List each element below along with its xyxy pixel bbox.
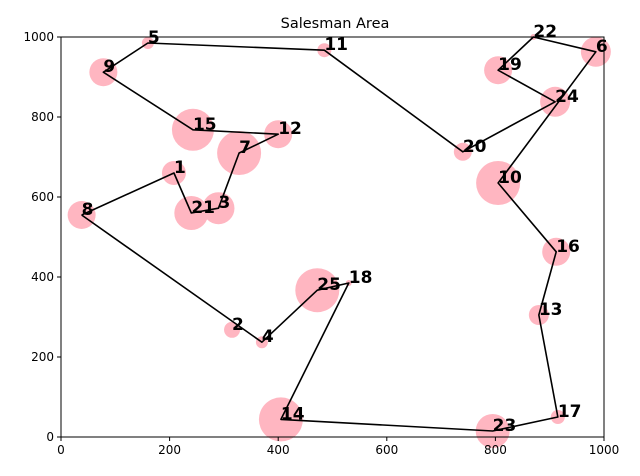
point-label-17: 17: [558, 402, 582, 422]
point-label-10: 10: [498, 168, 522, 188]
point-label-23: 23: [493, 416, 517, 436]
bubble-2: [224, 321, 241, 338]
y-tick-label-800: 800: [31, 110, 54, 124]
y-tick-label-0: 0: [46, 430, 54, 444]
point-label-6: 6: [596, 37, 608, 57]
point-label-13: 13: [539, 300, 563, 320]
y-tick-label-600: 600: [31, 190, 54, 204]
point-label-9: 9: [103, 57, 115, 77]
point-label-4: 4: [262, 327, 274, 347]
point-label-2: 2: [232, 315, 244, 335]
plot-frame: [60, 36, 605, 438]
point-label-20: 20: [463, 137, 487, 157]
y-tick-label-400: 400: [31, 270, 54, 284]
point-label-22: 22: [533, 22, 557, 42]
point-label-21: 21: [191, 198, 215, 218]
y-axis: 0 200 400 600 800 1000: [23, 30, 61, 444]
chart-title: Salesman Area: [281, 16, 390, 32]
point-label-12: 12: [278, 119, 302, 139]
x-tick-label-0: 0: [57, 443, 65, 457]
point-label-18: 18: [349, 268, 373, 288]
point-label-11: 11: [324, 35, 348, 55]
y-tick-label-1000: 1000: [23, 30, 54, 44]
point-label-7: 7: [239, 138, 251, 158]
point-label-8: 8: [82, 200, 94, 220]
point-label-1: 1: [174, 158, 186, 178]
route-layer: [81, 36, 597, 432]
y-tick-label-200: 200: [31, 350, 54, 364]
point-label-16: 16: [556, 237, 580, 257]
x-tick-label-200: 200: [158, 443, 181, 457]
point-label-25: 25: [317, 275, 341, 295]
point-label-15: 15: [193, 115, 217, 135]
point-label-14: 14: [281, 404, 305, 424]
point-label-19: 19: [498, 55, 522, 75]
point-label-5: 5: [148, 28, 160, 48]
x-tick-label-400: 400: [267, 443, 290, 457]
x-axis: 0 200 400 600 800 1000: [57, 437, 619, 457]
bubble-layer: [67, 34, 611, 448]
x-tick-label-1000: 1000: [589, 443, 620, 457]
point-label-3: 3: [218, 193, 230, 213]
x-tick-label-800: 800: [484, 443, 507, 457]
point-label-24: 24: [555, 87, 579, 107]
x-tick-label-600: 600: [375, 443, 398, 457]
route-line: [81, 36, 597, 432]
